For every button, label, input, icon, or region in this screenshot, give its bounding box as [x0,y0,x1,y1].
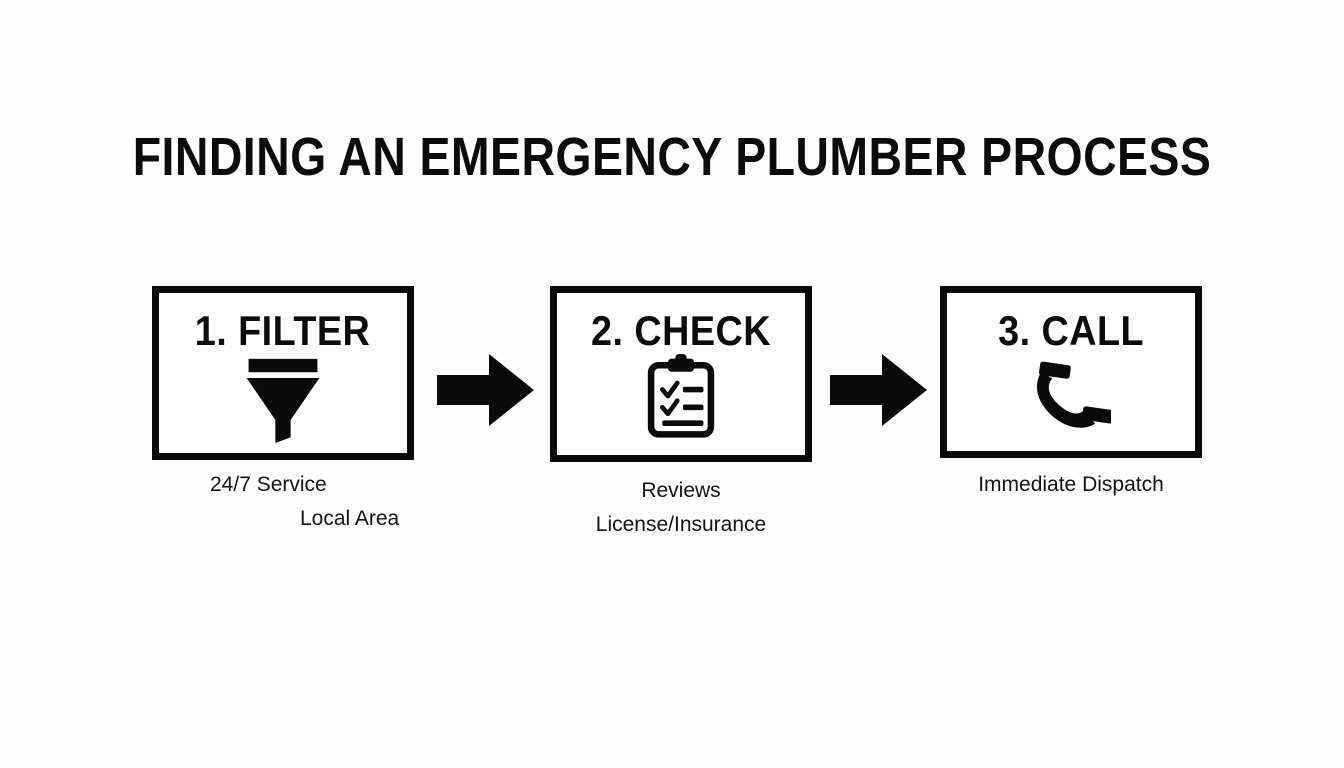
phone-handset-icon [1031,355,1111,439]
step-1-caption-0: 24/7 Service [210,473,327,496]
page-title: FINDING AN EMERGENCY PLUMBER PROCESS [132,127,1212,187]
step-1-caption-1: Local Area [300,507,400,530]
step-2-captions: Reviews License/Insurance [550,474,812,542]
process-flow: 1. FILTER 24/7 Service Local Area [0,286,1344,546]
step-2-caption-1: License/Insurance [595,513,767,536]
arrow-right-icon [437,354,534,426]
step-1-box[interactable]: 1. FILTER [152,286,414,460]
step-2-heading: 2. CHECK [590,307,772,354]
step-3-caption-0: Immediate Dispatch [978,473,1164,496]
funnel-icon [235,357,331,443]
step-2-box[interactable]: 2. CHECK [550,286,812,462]
arrow-right-icon [830,354,927,426]
step-3-captions: Immediate Dispatch [940,468,1202,502]
process-step-1[interactable]: 1. FILTER 24/7 Service Local Area [152,286,414,536]
step-1-heading: 1. FILTER [195,307,371,354]
step-2-caption-0: Reviews [641,479,721,502]
process-step-3[interactable]: 3. CALL Immediate Dispatch [940,286,1202,502]
process-step-2[interactable]: 2. CHECK Reviews License/I [550,286,812,542]
step-3-box[interactable]: 3. CALL [940,286,1202,458]
step-1-captions: 24/7 Service Local Area [152,468,414,536]
clipboard-checklist-icon [645,354,717,439]
step-3-heading: 3. CALL [998,307,1144,354]
